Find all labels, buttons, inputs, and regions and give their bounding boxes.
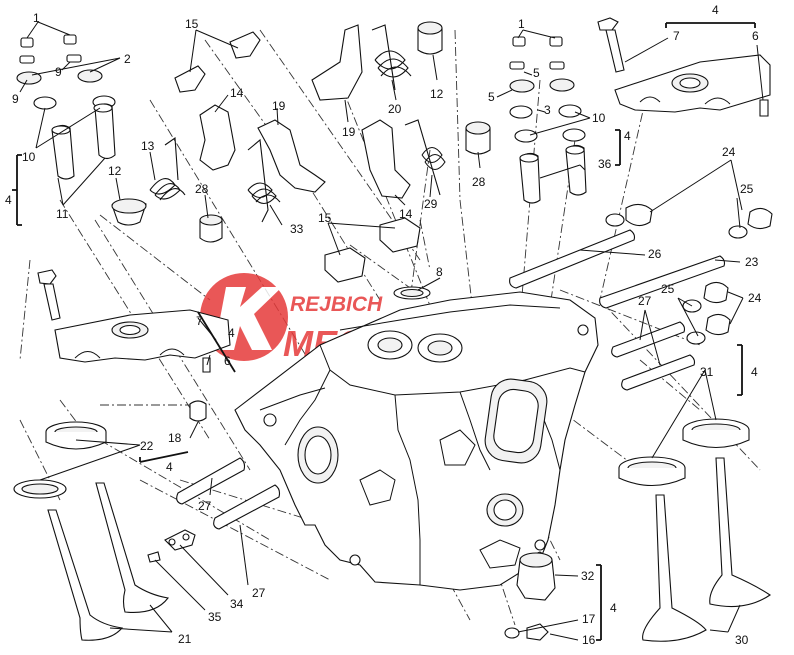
callout-20: 20 <box>388 102 402 116</box>
callout-16: 16 <box>582 633 596 647</box>
callout-14-lower: 14 <box>399 207 413 221</box>
callout-19-left: 19 <box>272 99 286 113</box>
callout-21: 21 <box>178 632 192 646</box>
callout-1-right: 1 <box>518 17 525 31</box>
callout-14-upper: 14 <box>230 86 244 100</box>
callout-23: 23 <box>745 255 759 269</box>
callout-4-right-group: 4 <box>624 129 631 143</box>
upper-center-rockers <box>311 21 491 300</box>
callout-24-top: 24 <box>722 145 736 159</box>
callout-25-mid: 25 <box>661 282 675 296</box>
callout-13: 13 <box>141 139 155 153</box>
callout-10-left: 10 <box>22 150 36 164</box>
callout-15-top: 15 <box>185 17 199 31</box>
callout-24-mid: 24 <box>748 291 762 305</box>
callout-12-center: 12 <box>430 87 444 101</box>
callout-2: 2 <box>124 52 131 66</box>
callout-29: 29 <box>424 197 438 211</box>
callout-5-upper: 5 <box>533 66 540 80</box>
group-brackets <box>12 22 756 641</box>
callout-34: 34 <box>230 597 244 611</box>
callout-labels: 1 2 9 9 10 4 11 12 13 28 15 14 19 33 19 … <box>5 3 762 647</box>
callout-19-center: 19 <box>342 125 356 139</box>
callout-15-center: 15 <box>318 211 332 225</box>
callout-11: 11 <box>56 207 69 221</box>
callout-5-lower: 5 <box>488 90 495 104</box>
callout-8: 8 <box>436 265 443 279</box>
callout-7-top: 7 <box>673 29 680 43</box>
callout-6-top: 6 <box>752 29 759 43</box>
callout-7-left: 7 <box>196 314 203 328</box>
callout-4-lower-left: 4 <box>166 460 173 474</box>
callout-12-left: 12 <box>108 164 122 178</box>
callout-4-bottom-right: 4 <box>610 601 617 615</box>
callout-22: 22 <box>140 439 154 453</box>
callout-17: 17 <box>582 612 596 626</box>
callout-1-top-left: 1 <box>33 11 40 25</box>
callout-6-left: 6 <box>224 354 231 368</box>
callout-31: 31 <box>700 365 714 379</box>
lower-right-valves <box>618 418 771 642</box>
callout-36: 36 <box>598 157 612 171</box>
callout-9-right: 9 <box>55 65 62 79</box>
callout-4-right-mid: 4 <box>751 365 758 379</box>
callout-25-top: 25 <box>740 182 754 196</box>
callout-18: 18 <box>168 431 182 445</box>
right-shafts-plugs <box>509 203 773 391</box>
callout-28-right: 28 <box>472 175 486 189</box>
callout-4-top-right: 4 <box>712 3 719 17</box>
left-cam-cap <box>37 269 231 373</box>
lower-small-parts <box>147 400 556 641</box>
callout-27-lower: 27 <box>252 586 266 600</box>
top-right-cam-cap <box>597 17 771 117</box>
callout-27-right: 27 <box>638 294 652 308</box>
callout-4-left-cap: 4 <box>228 326 235 340</box>
watermark-line1: REJBICH <box>290 293 383 316</box>
callout-35: 35 <box>208 610 222 624</box>
callout-30: 30 <box>735 633 749 647</box>
callout-9-left: 9 <box>12 92 19 106</box>
callout-33: 33 <box>290 222 304 236</box>
callout-26: 26 <box>648 247 662 261</box>
leader-lines <box>19 21 764 641</box>
callout-3: 3 <box>544 103 551 117</box>
cylinder-head <box>234 291 599 591</box>
callout-32: 32 <box>581 569 595 583</box>
watermark-k-mark <box>214 287 282 350</box>
callout-10-right: 10 <box>592 111 606 125</box>
lower-left-valves <box>13 421 169 641</box>
left-valve-keepers <box>16 34 116 180</box>
upper-left-rockers <box>111 31 326 243</box>
callout-4-left-group: 4 <box>5 193 12 207</box>
right-valve-keepers <box>509 36 587 204</box>
callout-27-upper: 27 <box>198 499 212 513</box>
callout-28-left: 28 <box>195 182 209 196</box>
